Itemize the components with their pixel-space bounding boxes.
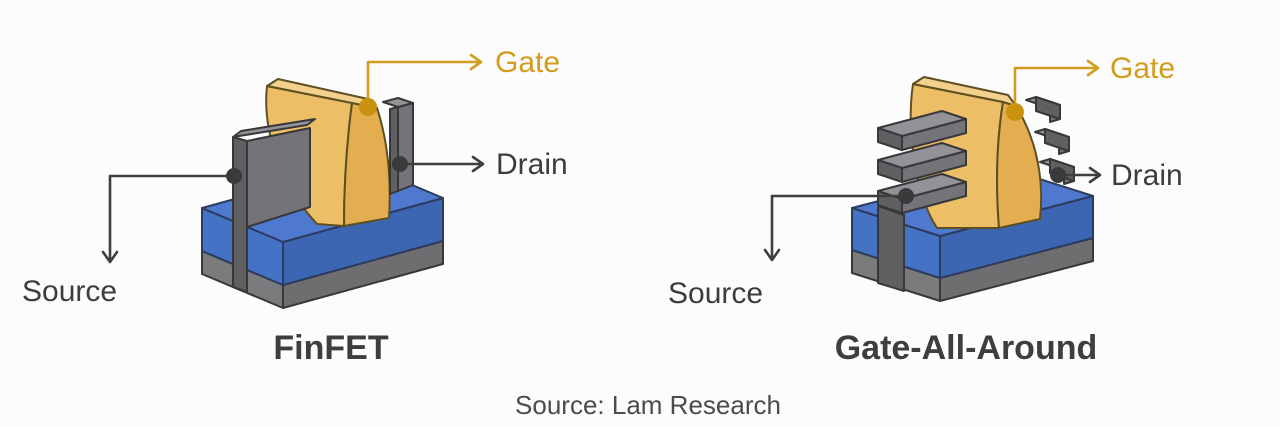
finfet-title: FinFET	[273, 329, 388, 367]
finfet-drain-plate-edge	[389, 106, 399, 195]
gaa-drain-arrow-icon	[1088, 166, 1102, 184]
gaa-source-contact-dot	[898, 188, 914, 204]
finfet-gate-leader-line	[366, 60, 481, 109]
finfet-gate-contact-dot	[359, 98, 377, 116]
gaa-gate-side-face	[996, 101, 1043, 229]
gaa-diagram: Gate Drain Source Gate-All-Around	[668, 52, 1183, 367]
gaa-gate-contact-dot	[1006, 103, 1024, 121]
finfet-gate-side-face	[343, 102, 391, 227]
gaa-nanosheet-2	[877, 142, 967, 183]
gaa-nanosheet-stack-right	[1025, 96, 1075, 185]
gaa-gate-leader-line	[1013, 66, 1098, 114]
gaa-stub-2-cap	[1044, 128, 1070, 152]
finfet-drain-arrow-icon	[471, 155, 485, 173]
finfet-source-label: Source	[22, 275, 117, 308]
gaa-source-leader-line	[770, 194, 907, 260]
finfet-gate-label: Gate	[495, 46, 560, 79]
finfet-diagram: Gate Drain Source FinFET	[22, 46, 568, 367]
finfet-source-plate-face	[246, 127, 311, 228]
finfet-source-contact-dot	[226, 168, 242, 184]
gaa-nanosheet-1	[877, 110, 967, 151]
gaa-nanosheet-2-cap	[877, 159, 903, 183]
gaa-drain-label: Drain	[1111, 159, 1183, 192]
finfet-drain-plate	[382, 97, 414, 195]
finfet-fin-cross-section	[232, 136, 248, 293]
gaa-drain-contact-dot	[1050, 167, 1066, 183]
finfet-source-leader-line	[108, 174, 235, 262]
gaa-nanosheet-stack-left	[877, 110, 967, 214]
finfet-drain-plate-face	[397, 102, 414, 192]
finfet-gate-arrow-icon	[469, 53, 483, 71]
finfet-fin-top-face	[232, 118, 316, 138]
gaa-nanosheet-stub-2	[1034, 128, 1070, 155]
gaa-nanosheet-1-cap	[877, 127, 903, 151]
gaa-gate-top-face	[912, 76, 1017, 107]
finfet-drain-label: Drain	[496, 148, 568, 181]
attribution: Source: Lam Research	[515, 390, 781, 420]
finfet-drain-plate-top	[382, 97, 414, 108]
finfet-drain-contact-dot	[392, 156, 408, 172]
gaa-stub-1-cap	[1035, 96, 1061, 120]
gaa-source-label: Source	[668, 277, 763, 310]
gaa-gate-arrow-icon	[1086, 59, 1100, 77]
gaa-title: Gate-All-Around	[835, 329, 1098, 367]
gaa-source-arrow-icon	[763, 248, 781, 262]
gaa-nanosheet-stub-1	[1025, 96, 1061, 123]
gaa-fin-pedestal	[877, 205, 905, 292]
finfet-source-arrow-icon	[101, 250, 119, 264]
gaa-gate-label: Gate	[1110, 52, 1175, 85]
